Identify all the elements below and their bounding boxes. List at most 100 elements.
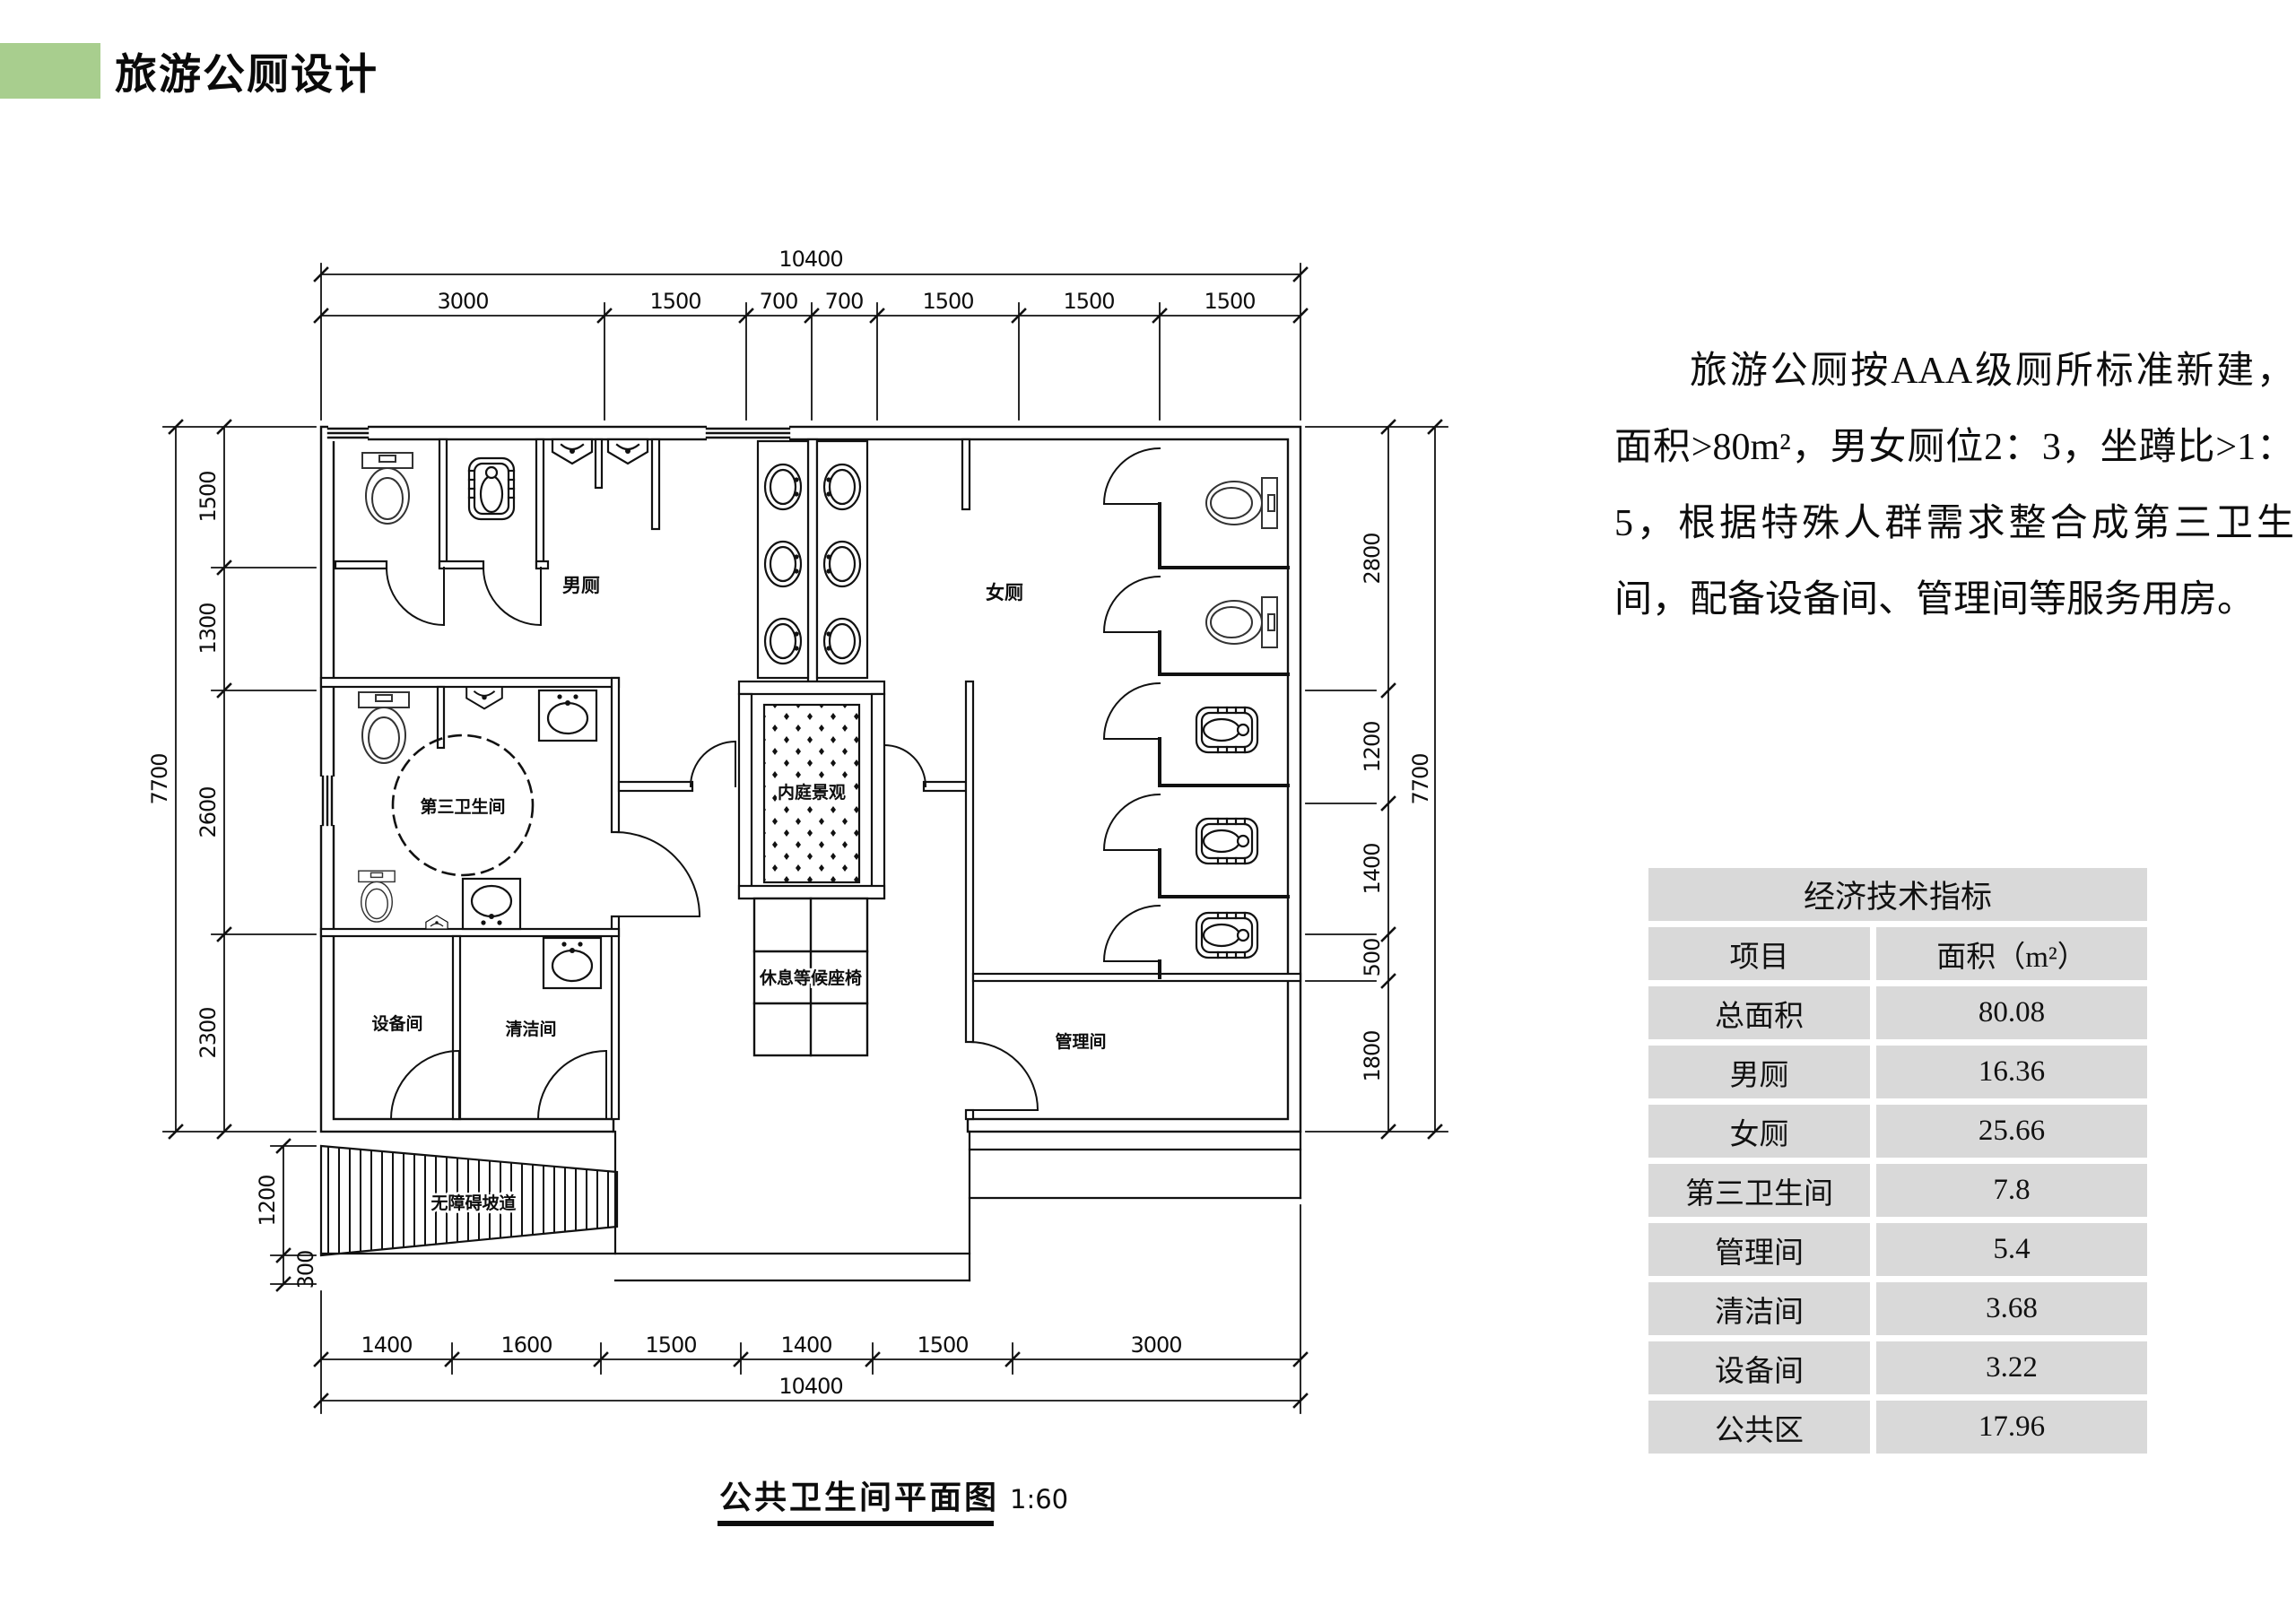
dim: 1400 — [1360, 843, 1385, 894]
toilet-icon — [361, 452, 413, 525]
dim-ramp-width: 1200 — [255, 1175, 280, 1226]
label-bench: 休息等候座椅 — [759, 968, 862, 988]
label-cleaning-room: 清洁间 — [505, 1019, 556, 1039]
sink-icon — [763, 463, 803, 511]
dim: 1500 — [1063, 289, 1114, 314]
dim: 1400 — [361, 1332, 412, 1358]
bench-grid — [752, 897, 869, 1057]
toilet-icon — [1205, 477, 1278, 529]
room-labels: 男厕 女厕 第三卫生间 内庭景观 休息等候座椅 设备间 清洁间 管理间 无障碍坡… — [370, 574, 1109, 1216]
table-title: 经济技术指标 — [1648, 868, 2147, 921]
dim: 1500 — [917, 1332, 968, 1358]
table-header-row: 项目 面积（m²） — [1648, 927, 2147, 980]
courtyard — [762, 703, 861, 884]
label-equipment-room: 设备间 — [371, 1013, 422, 1034]
row-item: 设备间 — [1648, 1341, 1870, 1394]
row-area: 3.68 — [1876, 1282, 2147, 1335]
table-row: 清洁间 3.68 — [1648, 1282, 2147, 1335]
dim-left-total: 7700 — [147, 753, 172, 804]
table-row: 公共区 17.96 — [1648, 1401, 2147, 1454]
toilet-icon — [1205, 596, 1278, 648]
design-description: 旅游公厕按AAA级厕所标准新建，面积>80m²，男女厕位2：3，坐蹲比>1：5，… — [1614, 351, 2294, 621]
window — [705, 425, 791, 441]
dim: 1300 — [196, 603, 221, 654]
caption-scale: 1:60 — [1010, 1484, 1068, 1515]
row-item: 清洁间 — [1648, 1282, 1870, 1335]
title-accent-block — [0, 43, 100, 99]
dim: 2600 — [196, 786, 221, 838]
window — [326, 425, 370, 441]
dim: 1500 — [922, 289, 973, 314]
row-area: 80.08 — [1876, 986, 2147, 1039]
toilet-icon — [358, 870, 396, 923]
dim: 1500 — [649, 289, 700, 314]
dim: 1600 — [500, 1332, 552, 1358]
table-row: 第三卫生间 7.8 — [1648, 1164, 2147, 1217]
row-item: 公共区 — [1648, 1401, 1870, 1454]
wheelchair-turning-circle — [391, 733, 535, 877]
table-row: 设备间 3.22 — [1648, 1341, 2147, 1394]
economic-indicator-table: 经济技术指标 项目 面积（m²） 总面积 80.08 男厕 16.36 女厕 2… — [1648, 868, 2147, 1460]
plan-caption: 公共卫生间平面图 1:60 — [718, 1479, 1068, 1526]
table-row: 总面积 80.08 — [1648, 986, 2147, 1039]
label-male-toilet: 男厕 — [562, 576, 600, 596]
corner-sink-icon — [537, 689, 598, 742]
dim: 700 — [760, 289, 798, 314]
sink-icon — [822, 540, 862, 588]
squat-toilet-icon — [1195, 817, 1259, 865]
caption-text: 公共卫生间平面图 — [719, 1479, 999, 1515]
dim: 1800 — [1360, 1030, 1385, 1081]
sink-icon — [822, 463, 862, 511]
sink-icon — [763, 540, 803, 588]
row-area: 3.22 — [1876, 1341, 2147, 1394]
table-row: 管理间 5.4 — [1648, 1223, 2147, 1276]
squat-toilet-icon — [1195, 706, 1259, 754]
page-title: 旅游公厕设计 — [115, 50, 378, 98]
label-ramp: 无障碍坡道 — [430, 1193, 516, 1213]
doors — [385, 447, 1161, 1121]
dim-top-total: 10400 — [778, 247, 842, 272]
table-row: 男厕 16.36 — [1648, 1046, 2147, 1098]
dim-right-total: 7700 — [1408, 753, 1433, 804]
row-item: 男厕 — [1648, 1046, 1870, 1098]
toilet-icon — [358, 691, 410, 764]
label-third-washroom: 第三卫生间 — [420, 796, 505, 817]
squat-toilet-icon — [467, 456, 516, 521]
dimension-texts: 10400 3000 1500 700 700 1500 1500 1500 1… — [147, 247, 1433, 1399]
row-area: 17.96 — [1876, 1401, 2147, 1454]
dim: 1400 — [780, 1332, 831, 1358]
table-title-row: 经济技术指标 — [1648, 868, 2147, 921]
sanitary-fixtures — [358, 438, 1278, 990]
squat-toilet-icon — [1195, 911, 1259, 959]
dim: 3000 — [437, 289, 488, 314]
dim: 2300 — [196, 1007, 221, 1058]
sink-icon — [542, 936, 603, 990]
dim: 1500 — [1204, 289, 1255, 314]
row-item: 第三卫生间 — [1648, 1164, 1870, 1217]
dim: 700 — [825, 289, 864, 314]
dim-ramp-step: 300 — [293, 1251, 318, 1289]
dim: 500 — [1360, 939, 1385, 977]
dim-bottom-total: 10400 — [778, 1374, 842, 1399]
dim: 2800 — [1360, 533, 1385, 584]
dim: 3000 — [1130, 1332, 1181, 1358]
col-header-item: 项目 — [1648, 927, 1870, 980]
row-area: 25.66 — [1876, 1105, 2147, 1158]
accessible-ramp — [319, 1144, 619, 1257]
row-area: 5.4 — [1876, 1223, 2147, 1276]
window — [319, 775, 335, 827]
dim: 1500 — [196, 471, 221, 522]
sink-icon — [461, 877, 522, 931]
row-area: 16.36 — [1876, 1046, 2147, 1098]
row-item: 总面积 — [1648, 986, 1870, 1039]
table-row: 女厕 25.66 — [1648, 1105, 2147, 1158]
dim: 1500 — [645, 1332, 696, 1358]
sink-icon — [763, 617, 803, 665]
row-item: 管理间 — [1648, 1223, 1870, 1276]
dim: 1200 — [1360, 721, 1385, 772]
row-area: 7.8 — [1876, 1164, 2147, 1217]
sink-icon — [822, 617, 862, 665]
col-header-area: 面积（m²） — [1876, 927, 2147, 980]
